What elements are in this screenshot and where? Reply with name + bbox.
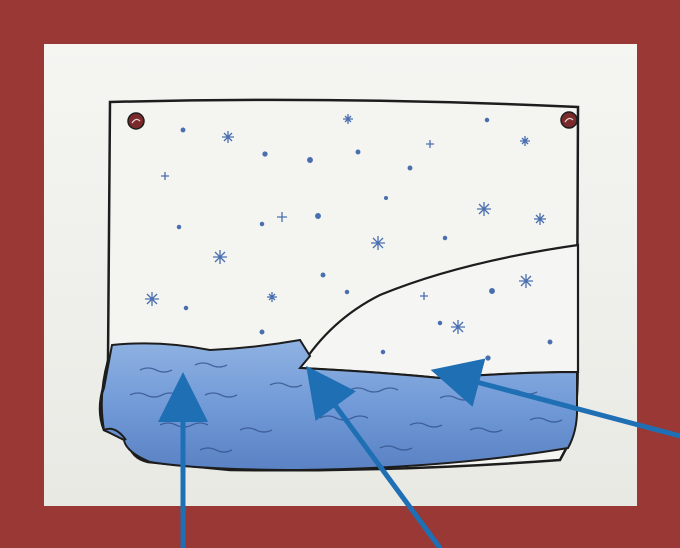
pin-icon [128,113,144,129]
pin-icon [561,112,577,128]
snowflake-icon [519,274,533,288]
snowflake-icon [477,202,491,216]
snowflake-icon [371,236,385,250]
snowflake-icon [451,320,465,334]
snowflake-icon [213,250,227,264]
snowflake-icon [145,292,159,306]
